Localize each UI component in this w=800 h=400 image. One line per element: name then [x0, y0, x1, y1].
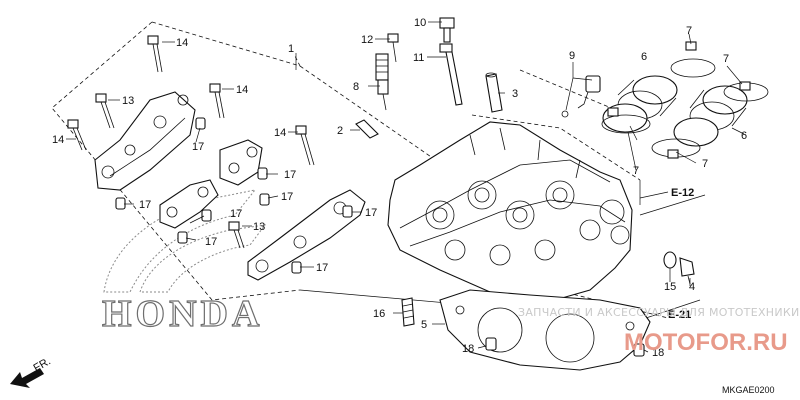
- head-bolts: [439, 17, 463, 106]
- front-direction-arrow: FR.: [10, 355, 53, 388]
- diagram-code: MKGAE0200: [722, 385, 775, 395]
- dowel-pin-2: [355, 119, 379, 139]
- callout-14-mid: 14: [236, 84, 248, 96]
- ref-e21: E-21: [668, 309, 691, 321]
- dowel-pins: [115, 117, 353, 274]
- callout-13-lower: 13: [253, 221, 265, 233]
- camshaft-holder-middle: [159, 179, 219, 229]
- callout-10: 10: [414, 17, 426, 29]
- callout-5: 5: [421, 319, 427, 331]
- callout-7-lower-right: 7: [702, 158, 708, 170]
- callout-15: 15: [664, 281, 676, 293]
- callout-17-a: 17: [192, 141, 204, 153]
- stud-bolt: [401, 297, 415, 327]
- callout-17-c: 17: [230, 208, 242, 220]
- callout-14-left: 14: [52, 134, 64, 146]
- callout-17-b: 17: [139, 199, 151, 211]
- callout-17-e: 17: [284, 169, 296, 181]
- callout-4: 4: [689, 281, 695, 293]
- callout-18-right: 18: [652, 347, 664, 359]
- callout-2: 2: [337, 125, 343, 137]
- camshaft-holder-upper-right: [219, 139, 263, 186]
- callout-8: 8: [353, 81, 359, 93]
- leader-lines: [66, 21, 745, 353]
- callout-6-left: 6: [641, 51, 647, 63]
- callout-11: 11: [413, 52, 424, 64]
- callout-16: 16: [373, 308, 385, 320]
- callout-7-lower-left: 7: [633, 165, 639, 177]
- callout-17-g: 17: [365, 207, 377, 219]
- temperature-sensor: [561, 75, 601, 118]
- callout-17-f: 17: [281, 191, 293, 203]
- cylinder-head-gasket: [439, 289, 651, 371]
- cylinder-head: [387, 121, 633, 301]
- insulator-clamps: [601, 41, 769, 159]
- callout-12: 12: [361, 34, 373, 46]
- watermark-url: MOTOFOR.RU: [624, 329, 788, 356]
- assembly-outline: [51, 21, 669, 319]
- callout-18-left: 18: [462, 343, 474, 355]
- callout-17-h: 17: [316, 262, 328, 274]
- callout-numbers: 1 2 3 4 5 6 6 7 7 7 7 8 9 10 11 12 13 13…: [52, 17, 747, 359]
- watermark-text: ЗАПЧАСТИ И АКСЕССУАРЫ ДЛЯ МОТОТЕХНИКИ: [518, 306, 800, 319]
- ref-e12: E-12: [671, 187, 694, 199]
- dowel-pins-lower: [485, 337, 645, 357]
- sealing-washer: [663, 251, 677, 269]
- guide-tube: [485, 72, 503, 113]
- intake-insulator-left: [602, 75, 678, 133]
- holder-bolts: [67, 35, 315, 249]
- plug-pipe-bolt: [387, 33, 399, 63]
- callout-7-top: 7: [686, 25, 692, 37]
- callout-17-d: 17: [205, 236, 217, 248]
- callout-14-top: 14: [176, 37, 188, 49]
- callout-6-right: 6: [741, 130, 747, 142]
- callout-14-right: 14: [274, 127, 286, 139]
- callout-9: 9: [569, 50, 575, 62]
- callout-3: 3: [512, 88, 518, 100]
- intake-insulator-right: [673, 85, 748, 147]
- honda-logo-text: HONDA: [102, 293, 263, 335]
- callout-1: 1: [288, 43, 294, 55]
- callout-7-upper-right: 7: [723, 53, 729, 65]
- camshaft-holder-upper-left: [94, 91, 196, 191]
- front-direction-label: FR.: [32, 355, 53, 374]
- callout-13-upper: 13: [122, 95, 134, 107]
- spark-plug: [375, 53, 389, 111]
- honda-wing-logo: HONDA: [101, 189, 267, 336]
